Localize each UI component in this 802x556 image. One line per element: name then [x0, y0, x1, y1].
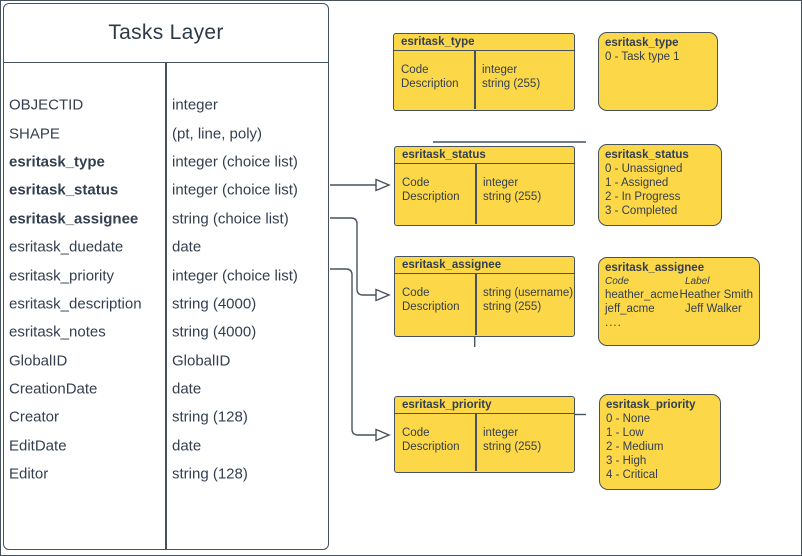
field-row-esritask-duedate: esritask_duedate date — [9, 238, 202, 256]
field-row-creator: Creator string (128) — [9, 408, 248, 426]
domain-divider — [475, 164, 477, 224]
domain-table-esritask-type: esritask_type Code Description integer s… — [393, 33, 575, 111]
field-row-esritask-priority: esritask_priority integer (choice list) — [9, 267, 298, 285]
field-row-esritask-status: esritask_status integer (choice list) — [9, 181, 298, 199]
field-row-objectid: OBJECTID integer — [9, 96, 218, 114]
domain-divider — [475, 274, 477, 335]
tasks-layer-title: Tasks Layer — [4, 4, 328, 63]
domain-table-esritask-assignee: esritask_assignee Code Description strin… — [394, 256, 575, 337]
tasks-layer-table: Tasks Layer OBJECTID integer SHAPE (pt, … — [3, 3, 329, 550]
domain-divider — [474, 51, 476, 109]
assignee-ellipsis: .... — [605, 317, 622, 329]
arrowhead-assignee — [375, 288, 391, 302]
field-row-shape: SHAPE (pt, line, poly) — [9, 125, 263, 143]
domain-table-esritask-status: esritask_status Code Description integer… — [394, 146, 575, 226]
field-row-creationdate: CreationDate date — [9, 380, 202, 398]
assignee-column-headers: Code Label — [605, 276, 710, 287]
value-list-esritask-priority: esritask_priority 0 - None 1 - Low 2 - M… — [599, 394, 721, 490]
field-row-esritask-description: esritask_description string (4000) — [9, 295, 257, 313]
tasks-layer-fields: OBJECTID integer SHAPE (pt, line, poly) … — [4, 64, 328, 488]
field-row-editor: Editor string (128) — [9, 465, 248, 483]
assignee-row: jeff_acme Jeff Walker — [605, 303, 742, 315]
field-row-editdate: EditDate date — [9, 437, 202, 455]
column-divider — [165, 63, 167, 549]
field-row-globalid: GlobalID GlobalID — [9, 352, 231, 370]
value-list-esritask-type: esritask_type 0 - Task type 1 — [598, 32, 718, 111]
field-row-esritask-assignee: esritask_assignee string (choice list) — [9, 210, 289, 228]
value-list-esritask-status: esritask_status 0 - Unassigned 1 - Assig… — [598, 144, 722, 226]
field-row-esritask-notes: esritask_notes string (4000) — [9, 323, 257, 341]
domain-divider — [475, 414, 477, 471]
arrowhead-status — [375, 178, 391, 192]
domain-table-esritask-priority: esritask_priority Code Description integ… — [394, 396, 575, 473]
value-list-esritask-assignee: esritask_assignee Code Label heather_acm… — [598, 257, 760, 346]
arrowhead-priority — [375, 428, 391, 442]
assignee-row: heather_acme Heather Smith — [605, 289, 753, 301]
field-row-esritask-type: esritask_type integer (choice list) — [9, 153, 298, 171]
